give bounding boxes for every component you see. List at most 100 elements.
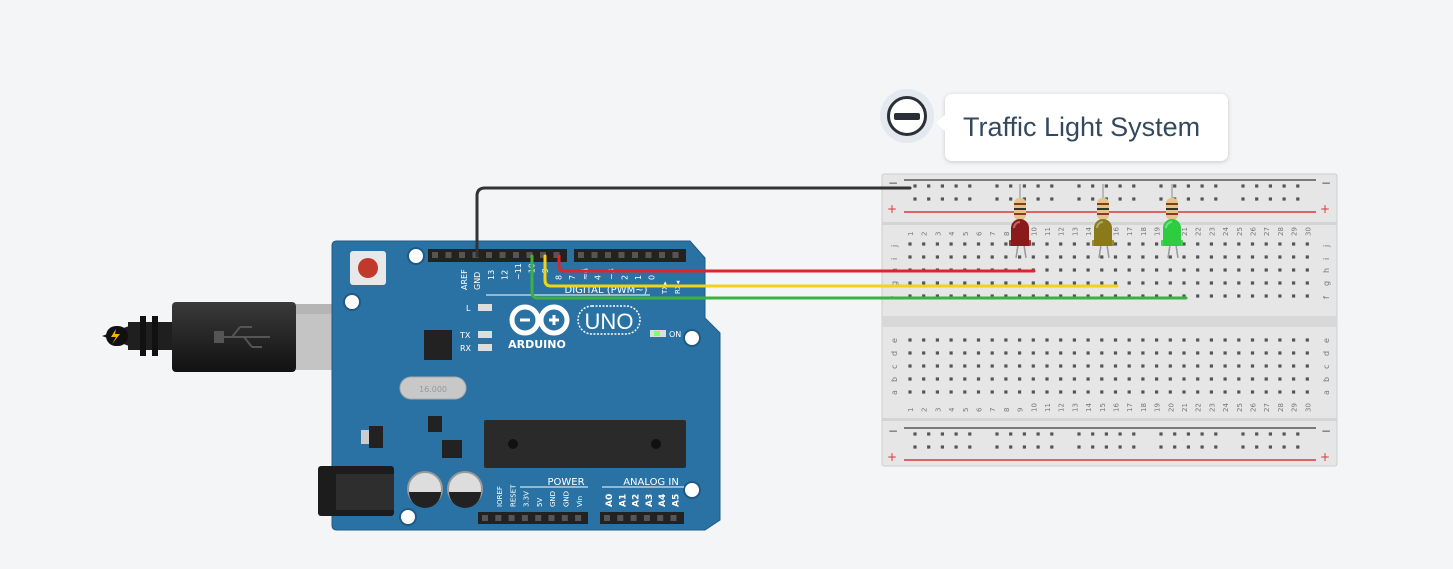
breadboard-hole[interactable] [1031,281,1035,285]
breadboard-hole[interactable] [1141,338,1145,342]
breadboard-hole[interactable] [913,432,917,436]
breadboard-hole[interactable] [1100,377,1104,381]
breadboard-hole[interactable] [1173,184,1177,188]
breadboard-hole[interactable] [968,445,972,449]
breadboard-hole[interactable] [1168,268,1172,272]
breadboard-hole[interactable] [1182,255,1186,259]
breadboard-hole[interactable] [1264,268,1268,272]
breadboard-hole[interactable] [1009,184,1013,188]
breadboard-hole[interactable] [1050,432,1054,436]
breadboard-hole[interactable] [1004,242,1008,246]
breadboard-hole[interactable] [1182,268,1186,272]
breadboard-hole[interactable] [1278,377,1282,381]
header-pin[interactable] [578,252,584,258]
breadboard-hole[interactable] [995,184,999,188]
breadboard-hole[interactable] [940,445,944,449]
breadboard-hole[interactable] [1209,390,1213,394]
header-pin[interactable] [657,515,664,521]
breadboard-hole[interactable] [1159,445,1163,449]
breadboard-hole[interactable] [1004,338,1008,342]
led-green[interactable] [1161,219,1183,246]
breadboard-hole[interactable] [1127,242,1131,246]
breadboard-hole[interactable] [1250,281,1255,285]
breadboard-hole[interactable] [1159,432,1163,436]
breadboard-hole[interactable] [1113,351,1118,355]
breadboard-hole[interactable] [1223,377,1227,381]
breadboard-hole[interactable] [1278,338,1282,342]
breadboard-hole[interactable] [1305,268,1309,272]
breadboard-hole[interactable] [1296,184,1300,188]
breadboard-hole[interactable] [990,351,994,355]
breadboard-hole[interactable] [968,432,972,436]
breadboard-hole[interactable] [908,377,912,381]
breadboard-hole[interactable] [1168,377,1172,381]
breadboard-hole[interactable] [976,351,981,355]
breadboard-hole[interactable] [908,364,912,368]
breadboard-hole[interactable] [922,390,926,394]
breadboard-hole[interactable] [1186,184,1190,188]
breadboard-hole[interactable] [1127,377,1131,381]
breadboard-hole[interactable] [1292,377,1296,381]
breadboard-hole[interactable] [990,242,994,246]
header-pin[interactable] [617,515,624,521]
header-pin[interactable] [659,252,665,258]
breadboard-hole[interactable] [1264,255,1268,259]
breadboard-hole[interactable] [1237,242,1241,246]
breadboard-hole[interactable] [1223,268,1227,272]
breadboard-hole[interactable] [949,390,953,394]
breadboard-hole[interactable] [968,184,972,188]
breadboard-hole[interactable] [1305,364,1309,368]
breadboard-hole[interactable] [1168,351,1172,355]
breadboard-hole[interactable] [995,432,999,436]
breadboard-hole[interactable] [1086,294,1090,298]
breadboard-hole[interactable] [963,294,967,298]
breadboard-hole[interactable] [1086,364,1090,368]
breadboard-hole[interactable] [1209,268,1213,272]
breadboard-hole[interactable] [1050,184,1054,188]
breadboard-hole[interactable] [1296,197,1300,201]
breadboard-hole[interactable] [990,294,994,298]
breadboard-hole[interactable] [1209,255,1213,259]
breadboard-hole[interactable] [1118,197,1122,201]
breadboard-hole[interactable] [935,338,939,342]
breadboard-hole[interactable] [1113,390,1118,394]
breadboard-hole[interactable] [1127,338,1131,342]
breadboard-hole[interactable] [922,255,926,259]
breadboard-hole[interactable] [1086,255,1090,259]
breadboard-hole[interactable] [1045,364,1049,368]
breadboard-hole[interactable] [935,255,939,259]
breadboard-hole[interactable] [1031,255,1035,259]
breadboard-hole[interactable] [1268,197,1272,201]
breadboard-hole[interactable] [1264,242,1268,246]
breadboard-hole[interactable] [1196,351,1200,355]
breadboard-hole[interactable] [1031,351,1035,355]
breadboard-hole[interactable] [1223,294,1227,298]
header-pin[interactable] [499,252,506,258]
breadboard-hole[interactable] [1237,390,1241,394]
breadboard-hole[interactable] [1155,242,1159,246]
header-pin[interactable] [630,515,637,521]
breadboard-hole[interactable] [990,255,994,259]
breadboard-hole[interactable] [1196,390,1200,394]
breadboard-hole[interactable] [1264,294,1268,298]
breadboard-hole[interactable] [1086,377,1090,381]
breadboard-hole[interactable] [1132,197,1136,201]
breadboard-hole[interactable] [1059,281,1063,285]
breadboard-hole[interactable] [935,364,939,368]
breadboard-hole[interactable] [1031,390,1035,394]
breadboard-hole[interactable] [1237,294,1241,298]
breadboard-hole[interactable] [1059,351,1063,355]
breadboard-hole[interactable] [1237,255,1241,259]
breadboard-hole[interactable] [1141,255,1145,259]
breadboard-hole[interactable] [1045,255,1049,259]
breadboard-hole[interactable] [922,377,926,381]
collapse-button[interactable] [880,89,934,143]
breadboard-hole[interactable] [1209,242,1213,246]
header-pin[interactable] [632,252,638,258]
breadboard-hole[interactable] [954,432,958,436]
breadboard-hole[interactable] [1045,242,1049,246]
breadboard-hole[interactable] [1031,364,1035,368]
breadboard-hole[interactable] [1305,351,1309,355]
breadboard-hole[interactable] [908,255,912,259]
